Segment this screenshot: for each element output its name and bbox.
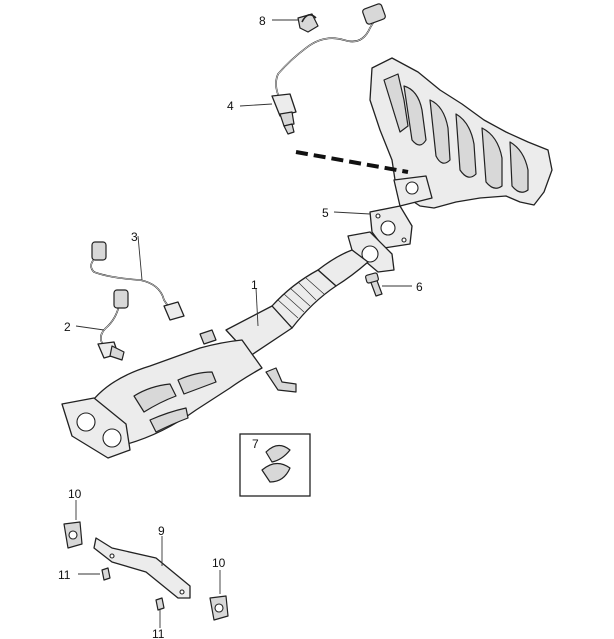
rear-oxygen-sensor[interactable] — [90, 241, 185, 321]
screw-bottom[interactable] — [155, 597, 165, 611]
callout-4: 4 — [227, 99, 234, 113]
callout-8: 8 — [259, 14, 266, 28]
rubber-mount-right[interactable] — [209, 595, 229, 621]
wire-clip[interactable] — [297, 13, 319, 33]
sensor-connection-dash — [295, 150, 409, 174]
callout-11-bottom: 11 — [152, 627, 165, 639]
callout-1: 1 — [251, 278, 258, 292]
upper-oxygen-sensor[interactable] — [271, 3, 386, 135]
callout-10-left: 10 — [68, 487, 82, 501]
callout-7: 7 — [252, 437, 259, 451]
callout-2: 2 — [64, 320, 71, 334]
mounting-bracket[interactable] — [93, 537, 191, 599]
callout-11-left: 11 — [58, 568, 71, 582]
callout-10-right: 10 — [212, 556, 226, 570]
callout-9: 9 — [158, 524, 165, 538]
callout-6: 6 — [416, 280, 423, 294]
rubber-mount-left[interactable] — [63, 521, 83, 549]
front-pipe-catalytic-converter[interactable] — [61, 249, 369, 459]
exhaust-manifold[interactable] — [369, 57, 553, 209]
callout-5: 5 — [322, 206, 329, 220]
downpipe-flange[interactable] — [347, 231, 395, 273]
clip-detail-box[interactable] — [239, 433, 311, 497]
lower-oxygen-sensor[interactable] — [97, 289, 129, 361]
flange-bolt[interactable] — [365, 272, 383, 297]
callout-3: 3 — [131, 230, 138, 244]
screw-left[interactable] — [101, 567, 111, 581]
leader-lines — [75, 19, 412, 628]
manifold-gasket[interactable] — [369, 205, 413, 249]
